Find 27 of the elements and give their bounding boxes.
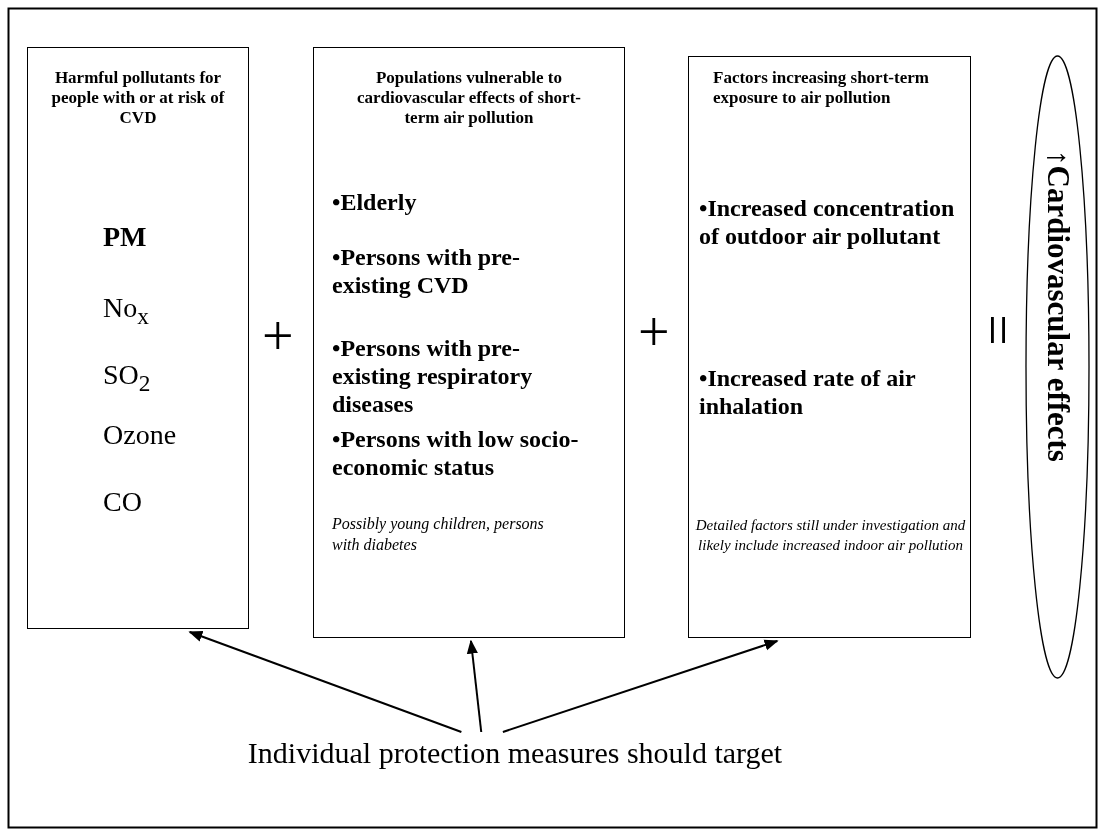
bullet-item: •Increased rate of air inhalation — [699, 364, 917, 421]
box-heading: Factors increasing short-term exposure to air pollution — [713, 68, 930, 109]
populations-box — [313, 47, 625, 638]
conclusion-text: Individual protection measures should target — [170, 732, 860, 774]
equals-sign: = — [969, 314, 1026, 346]
note-text: Detailed factors still under investigation and likely include increased indoor air pollution — [694, 516, 967, 555]
plus-sign: + — [262, 308, 294, 364]
factors-box — [688, 56, 971, 638]
arrow — [501, 639, 779, 733]
box-heading: Harmful pollutants for people with or at risk of CVD — [50, 68, 226, 129]
arrow — [188, 631, 463, 733]
note-text: Possibly young children, persons with diabetes — [332, 514, 545, 555]
pollutants-box — [27, 47, 249, 629]
pollutant-name: Ozone — [103, 418, 178, 452]
box-heading: Populations vulnerable to cardiovascular effects of short-term air pollution — [356, 68, 582, 129]
outcome-label: ↑Cardiovascular effects — [1039, 150, 1077, 464]
pollutant-name: SO$_{2}$ — [103, 358, 152, 398]
bullet-item: •Persons with pre-existing respiratory diseases — [332, 334, 534, 419]
bullet-item: •Persons with low socio-economic status — [332, 425, 580, 482]
arrow — [466, 639, 483, 733]
pollutant-name: No$_{x}$ — [103, 291, 150, 331]
plus-sign: + — [638, 304, 670, 360]
pollutant-name: PM — [103, 220, 148, 254]
bullet-item: •Elderly — [332, 188, 418, 217]
bullet-item: •Persons with pre-existing CVD — [332, 243, 521, 300]
pollutant-name: CO — [103, 485, 143, 519]
bullet-item: •Increased concentration of outdoor air pollutant — [699, 194, 956, 251]
